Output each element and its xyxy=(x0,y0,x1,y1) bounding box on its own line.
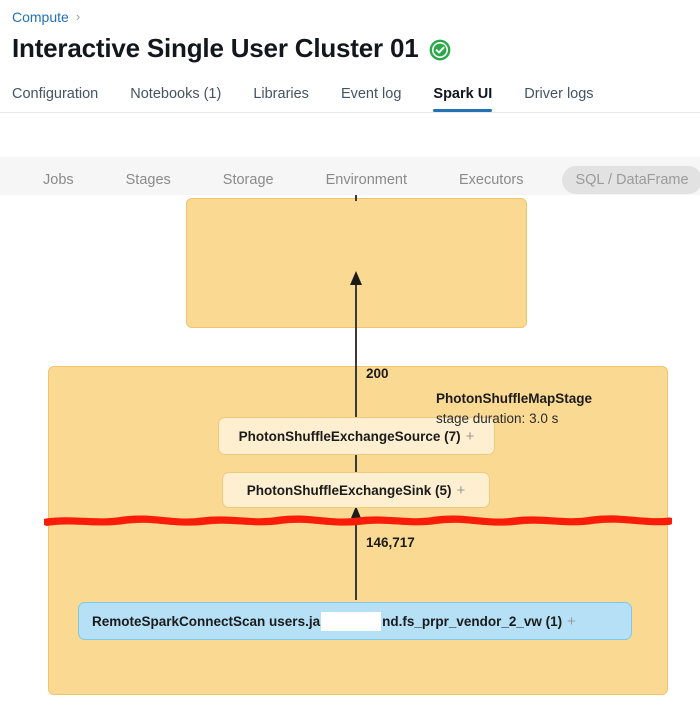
subnav-item-stages[interactable]: Stages xyxy=(125,171,171,188)
dag-node-sink-label: PhotonShuffleExchangeSink (5) xyxy=(246,482,452,498)
subnav-item-executors[interactable]: Executors xyxy=(459,171,524,188)
tab-configuration[interactable]: Configuration xyxy=(12,86,99,102)
subnav-item-storage[interactable]: Storage xyxy=(222,171,274,188)
chevron-right-icon: › xyxy=(75,9,81,24)
expand-icon[interactable]: + xyxy=(567,612,576,630)
edge-label-rows: 146,717 xyxy=(366,535,415,550)
breadcrumb-compute-link[interactable]: Compute xyxy=(12,9,69,25)
subnav-item-environment[interactable]: Environment xyxy=(325,171,407,188)
dag-node-photon-shuffle-exchange-sink[interactable]: PhotonShuffleExchangeSink (5) + xyxy=(222,472,490,508)
tabs-divider xyxy=(0,112,700,113)
tab-libraries[interactable]: Libraries xyxy=(253,86,309,102)
edge-label-partitions: 200 xyxy=(366,366,389,381)
expand-icon[interactable]: + xyxy=(456,481,466,499)
dag-node-source-label: PhotonShuffleExchangeSource (7) xyxy=(238,428,461,444)
redacted-block xyxy=(321,611,382,631)
subnav-item-jobs[interactable]: Jobs xyxy=(43,171,74,188)
dag-node-photon-shuffle-exchange-source[interactable]: PhotonShuffleExchangeSource (7) + xyxy=(218,417,495,455)
dag-node-scan-label-prefix: RemoteSparkConnectScan users.ja xyxy=(92,613,321,629)
tab-event-log[interactable]: Event log xyxy=(340,86,402,102)
stage-name: PhotonShuffleMapStage xyxy=(436,391,592,406)
green-check-circle-icon xyxy=(430,39,451,60)
stage-box-upper xyxy=(186,198,527,328)
tab-spark-ui[interactable]: Spark UI xyxy=(433,86,492,112)
expand-icon[interactable]: + xyxy=(465,427,475,445)
primary-tabs: Configuration Notebooks (1) Libraries Ev… xyxy=(12,78,594,112)
dag-node-scan-label-suffix: nd.fs_prpr_vendor_2_vw (1) xyxy=(382,613,563,629)
tab-notebooks[interactable]: Notebooks (1) xyxy=(130,86,222,102)
red-marker-annotation xyxy=(44,515,672,526)
page-title: Interactive Single User Cluster 01 xyxy=(12,33,419,63)
dag-node-remote-spark-connect-scan[interactable]: RemoteSparkConnectScan users.ja nd.fs_pr… xyxy=(78,602,632,640)
stage-meta: PhotonShuffleMapStage stage duration: 3.… xyxy=(436,389,592,429)
tab-driver-logs[interactable]: Driver logs xyxy=(524,86,594,102)
breadcrumb: Compute › xyxy=(12,8,80,26)
subnav-item-sql-dataframe[interactable]: SQL / DataFrame xyxy=(562,165,700,194)
title-row: Interactive Single User Cluster 01 xyxy=(12,32,451,64)
dag-visualization: PhotonShuffleExchangeSource (7) + Photon… xyxy=(0,195,700,714)
stage-duration: stage duration: 3.0 s xyxy=(436,411,559,426)
